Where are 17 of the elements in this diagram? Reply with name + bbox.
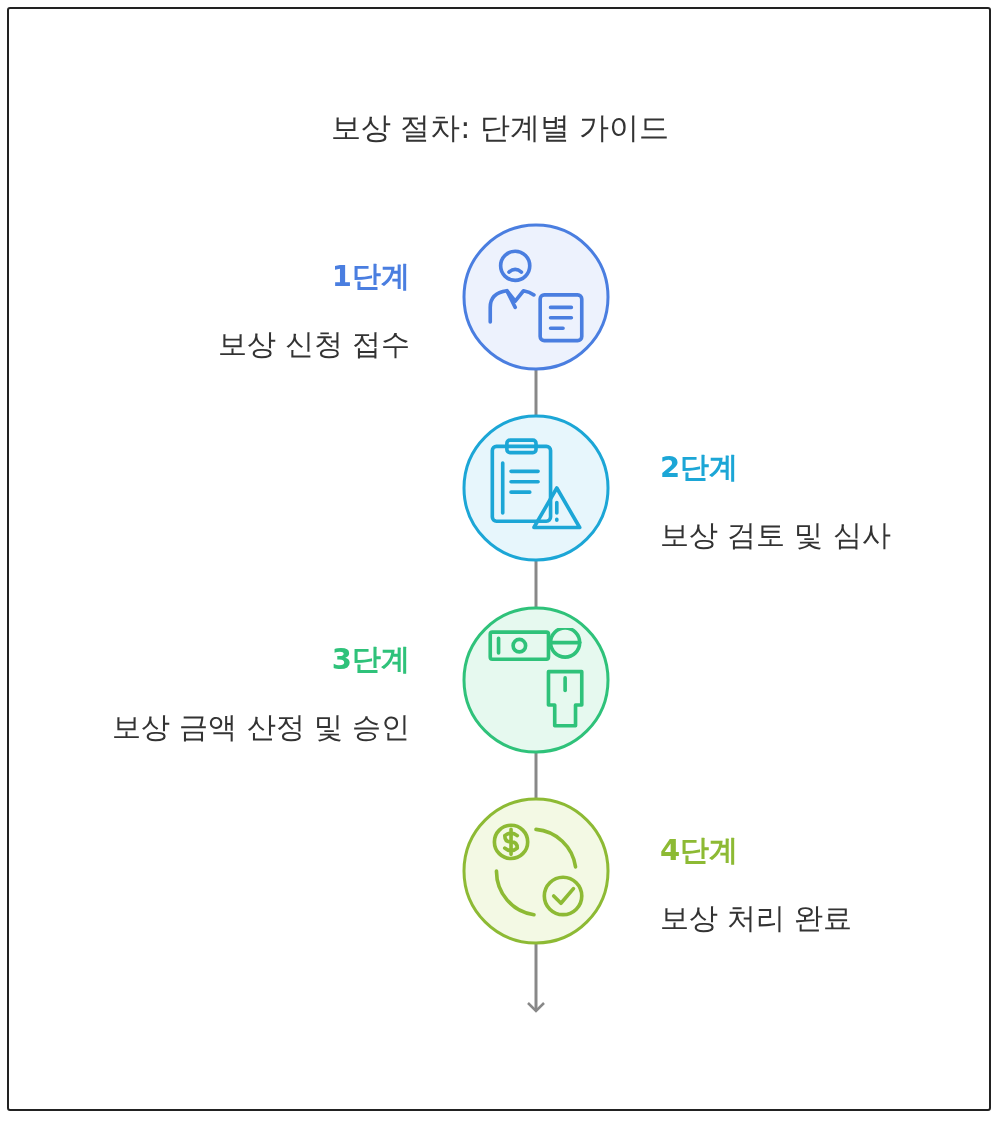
step-circle: [462, 797, 610, 945]
step-description: 보상 검토 및 심사: [660, 517, 891, 554]
step-description: 보상 금액 산정 및 승인: [112, 709, 410, 746]
title: 보상 절차: 단계별 가이드: [329, 109, 671, 147]
step-number: 1단계: [331, 258, 410, 295]
step-number: 2단계: [660, 449, 739, 486]
step-description: 보상 처리 완료: [660, 900, 853, 937]
connector-line: [534, 369, 538, 416]
connector-line: [534, 560, 538, 608]
step-number: 3단계: [331, 641, 410, 678]
step-circle: [462, 414, 610, 562]
connector-line: [534, 752, 538, 799]
step-number: 4단계: [660, 832, 739, 869]
step-description: 보상 신청 접수: [217, 326, 410, 363]
step-circle: [462, 606, 610, 754]
arrow: [526, 943, 546, 1013]
step-circle: [462, 223, 610, 371]
